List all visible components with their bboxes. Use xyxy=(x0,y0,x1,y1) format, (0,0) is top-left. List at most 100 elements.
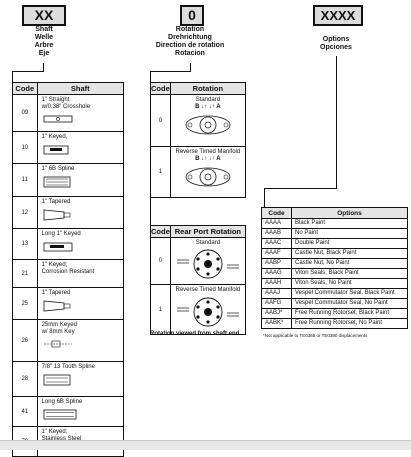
rotation-desc: Standard B ↓↑ ↓↑ A xyxy=(169,94,247,147)
port-arrows: B ↓↑ ↓↑ A xyxy=(195,104,221,110)
option-code: AAAC xyxy=(261,238,292,249)
shaft-desc-line: 1" Tapered xyxy=(41,199,71,205)
option-code: AAAG xyxy=(261,268,292,279)
shaft-table: Code Shaft 09 1" Straight w/0.38" Crossh… xyxy=(12,82,125,457)
shaft-label-fr: Arbre xyxy=(34,42,54,49)
tapered-shaft-icon xyxy=(43,209,70,221)
shaft-label-de: Welle xyxy=(34,34,54,41)
rotation-connector-v xyxy=(150,71,151,82)
shaft-code: 13 xyxy=(12,228,38,260)
shaft-desc-line: Corrosion Resistant xyxy=(41,269,95,275)
shaft-desc-line: 7/8" 13 Tooth Spline xyxy=(41,364,95,370)
rotation-desc: Reverse Timed Manifold B ↓↑ ↓↑ A xyxy=(169,146,247,198)
shaft-desc: Long 1" Keyed xyxy=(36,228,125,260)
options-connector xyxy=(336,56,337,188)
rotation-connector xyxy=(190,63,191,71)
shaft-desc: 1" Straight w/0.38" Crosshole xyxy=(36,94,125,132)
shaft-code: 09 xyxy=(12,94,38,132)
rear-port-code: 0 xyxy=(150,237,171,285)
bottom-scrollbar[interactable] xyxy=(0,440,411,450)
rear-port-manifold-icon xyxy=(176,297,239,327)
option-desc: Double Paint xyxy=(291,238,408,249)
rotation-label-es: Rotacion xyxy=(175,50,205,57)
rotation-table-header: Code Rotation xyxy=(150,82,247,95)
shaft-desc-line: w/0.38" Crosshole xyxy=(41,104,91,110)
option-code: AABK* xyxy=(261,318,292,329)
long-spline-shaft-icon xyxy=(43,409,76,420)
rear-port-desc: Reverse Timed Manifold xyxy=(169,284,247,335)
shaft-desc-line: w/ 8mm Key xyxy=(41,329,75,335)
tooth-spline-shaft-icon xyxy=(43,374,70,386)
table-row: 12 1" Tapered xyxy=(12,196,125,229)
shaft-code: 21 xyxy=(12,259,38,288)
option-desc: Viton Seals, No Paint xyxy=(291,278,408,289)
options-connector-h xyxy=(264,188,337,189)
shaft-label: Shaft Welle Arbre Eje xyxy=(22,26,66,58)
shaft-desc: 7/8" 13 Tooth Spline xyxy=(36,361,125,397)
option-code: AABP xyxy=(261,258,292,269)
option-desc: Black Paint xyxy=(291,218,408,229)
rear-port-header-rotation: Rear Port Rotation xyxy=(169,225,247,238)
option-code: AAAB xyxy=(261,228,292,239)
metric-keyed-shaft-icon xyxy=(43,340,72,348)
motor-flange-icon xyxy=(185,167,231,187)
rear-port-desc-text: Reverse Timed Manifold xyxy=(175,287,241,293)
shaft-desc-line: Long 6B Spline xyxy=(41,399,83,405)
table-row: AABK*Free Running Rotorset, No Paint xyxy=(261,318,408,329)
options-footnote: *Not applicable to TE0365 or TE0390 disp… xyxy=(263,333,368,338)
port-arrows: B ↓↑ ↓↑ A xyxy=(195,156,221,162)
table-row: AABJ*Free Running Rotorset, Black Paint xyxy=(261,308,408,319)
table-row: 25 1" Tapered xyxy=(12,287,125,320)
rotation-label-de: Drehrichtung xyxy=(168,34,212,41)
long-keyed-shaft-icon xyxy=(43,242,72,252)
option-code: AAAH xyxy=(261,278,292,289)
shaft-desc-line: 1" Straight xyxy=(41,97,70,103)
rear-port-code: 1 xyxy=(150,284,171,335)
table-row: 0 Standard B ↓↑ ↓↑ A xyxy=(150,94,247,147)
option-code: AABJ* xyxy=(261,308,292,319)
rear-port-table: Code Rear Port Rotation 0 Standard 1 Rev… xyxy=(150,225,247,335)
shaft-code: 11 xyxy=(12,163,38,197)
shaft-desc: 1" Tapered xyxy=(36,196,125,229)
rotation-header-code: Code xyxy=(150,82,171,95)
rotation-header-rotation: Rotation xyxy=(169,82,247,95)
rotation-code: 1 xyxy=(150,146,171,198)
shaft-label-en: Shaft xyxy=(35,26,53,33)
shaft-code: 26 xyxy=(12,319,38,362)
rotation-desc-text: Standard xyxy=(195,97,221,103)
option-desc: No Paint xyxy=(291,228,408,239)
rear-port-manifold-icon xyxy=(176,249,239,279)
option-desc: Castle Nut, Black Paint xyxy=(291,248,408,259)
table-row: 09 1" Straight w/0.38" Crosshole xyxy=(12,94,125,132)
option-desc: Viton Seals, Black Paint xyxy=(291,268,408,279)
shaft-desc-line: 1" Keyed; xyxy=(41,429,68,435)
shaft-header-code: Code xyxy=(12,82,38,95)
shaft-desc-line: 1" Keyed; xyxy=(41,262,68,268)
table-row: 10 1" Keyed, xyxy=(12,131,125,164)
rear-port-desc: Standard xyxy=(169,237,247,285)
option-desc: Castle Nut, No Paint xyxy=(291,258,408,269)
shaft-desc-line: 1" Keyed, xyxy=(41,134,68,140)
rotation-label-fr: Direction de rotation xyxy=(155,42,225,49)
table-row: 41 Long 6B Spline xyxy=(12,396,125,427)
option-code: AAFG xyxy=(261,298,292,309)
shaft-desc-line: Stainless Steel xyxy=(41,436,82,442)
table-row: 28 7/8" 13 Tooth Spline xyxy=(12,361,125,397)
table-row: 21 1" Keyed; Corrosion Resistant xyxy=(12,259,125,288)
table-row: 0 Standard xyxy=(150,237,247,285)
shaft-desc: 1" Keyed, xyxy=(36,131,125,164)
shaft-code: 41 xyxy=(12,396,38,427)
tapered-shaft-icon xyxy=(43,300,70,312)
shaft-desc-line: 25mm Keyed xyxy=(41,322,77,328)
table-row: 1 Reverse Timed Manifold B ↓↑ ↓↑ A xyxy=(150,146,247,198)
shaft-connector xyxy=(43,63,44,71)
shaft-connector-v xyxy=(12,71,13,82)
rotation-connector-h xyxy=(150,71,191,72)
rear-port-desc-text: Standard xyxy=(195,240,221,246)
